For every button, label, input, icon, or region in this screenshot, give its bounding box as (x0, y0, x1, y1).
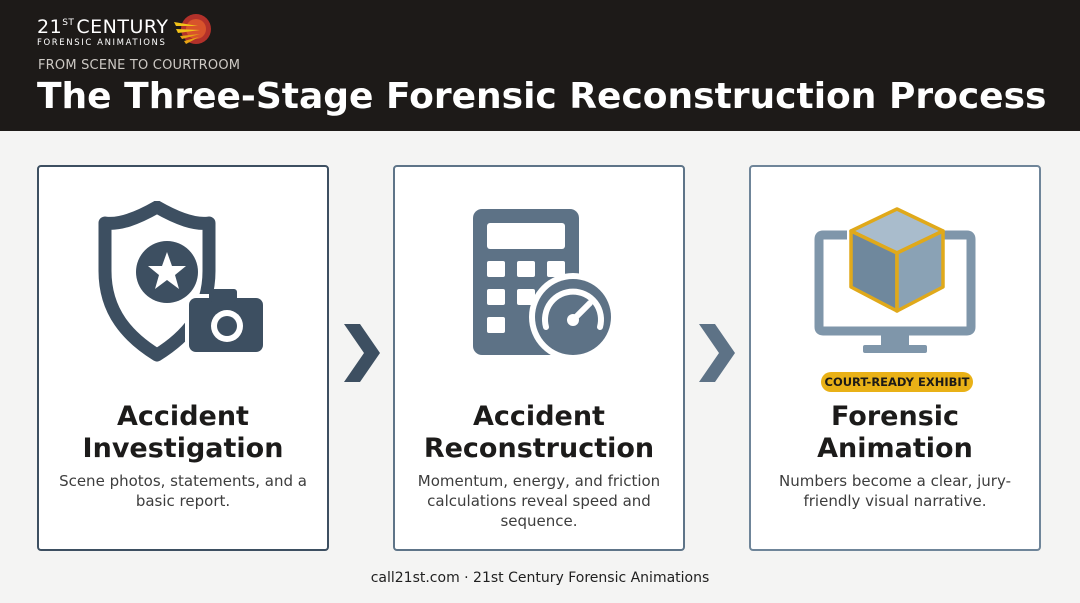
stage-title: Accident Reconstruction (423, 401, 655, 464)
calculator-speedometer-icon (473, 209, 617, 361)
stage-card-reconstruction: Accident Reconstruction Momentum, energy… (393, 165, 685, 551)
stage-description: Scene photos, statements, and a basic re… (59, 472, 307, 510)
police-shield-camera-icon (98, 201, 267, 362)
chevron-right-icon (344, 324, 380, 382)
footer-credit[interactable]: call21st.com · 21st Century Forensic Ani… (370, 570, 710, 586)
header-eyebrow: FROM SCENE TO COURTROOM (38, 58, 241, 73)
monitor-cube-icon (814, 207, 976, 353)
chevron-right-icon (699, 324, 735, 382)
stage-description: Numbers become a clear, jury-friendly vi… (779, 472, 1011, 510)
brand-subtitle: FORENSIC ANIMATIONS (37, 38, 167, 48)
logo-swoosh-icon (174, 14, 211, 44)
stage-title: Forensic Animation (817, 401, 973, 464)
stage-title: Accident Investigation (82, 401, 284, 464)
page-title: The Three-Stage Forensic Reconstruction … (37, 76, 1047, 117)
stage-card-animation: COURT-READY EXHIBIT Forensic Animation N… (749, 165, 1041, 551)
stage-card-investigation: Accident Investigation Scene photos, sta… (37, 165, 329, 551)
stage-description: Momentum, energy, and friction calculati… (417, 472, 661, 530)
court-ready-badge: COURT-READY EXHIBIT (821, 372, 973, 392)
